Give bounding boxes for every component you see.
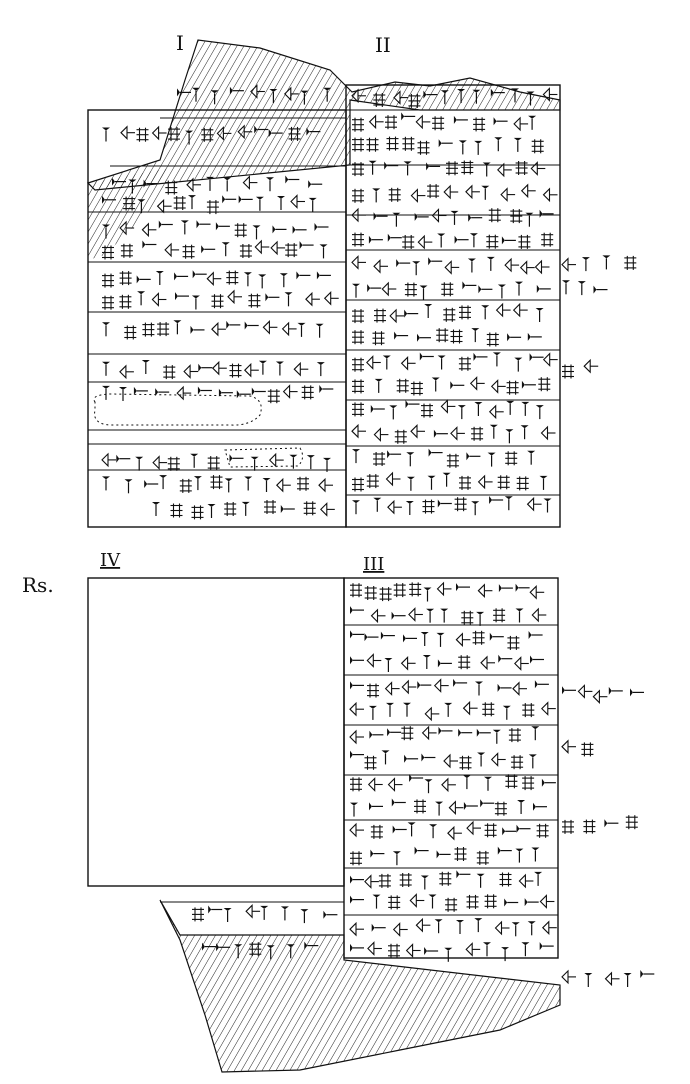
erased-area — [93, 393, 262, 426]
cuneiform-signs — [101, 84, 655, 988]
obverse-damage-hatching — [86, 39, 561, 191]
side-label-reverse: Rs. — [22, 573, 54, 597]
erased-area-2 — [224, 447, 304, 468]
obverse — [86, 39, 561, 528]
column-label-3: III — [363, 554, 384, 575]
obverse-left-damage — [88, 168, 170, 260]
column-label-4: IV — [100, 550, 121, 571]
reverse — [87, 577, 561, 1073]
column-label-1: I — [176, 31, 184, 55]
column-label-2: II — [375, 33, 391, 57]
reverse-column-3-frame — [343, 577, 559, 959]
reverse-lower-damage — [159, 899, 561, 1073]
obverse-column-2-frame — [345, 84, 561, 528]
reverse-column-4-frame — [87, 577, 345, 887]
reverse-rulings — [160, 624, 558, 936]
